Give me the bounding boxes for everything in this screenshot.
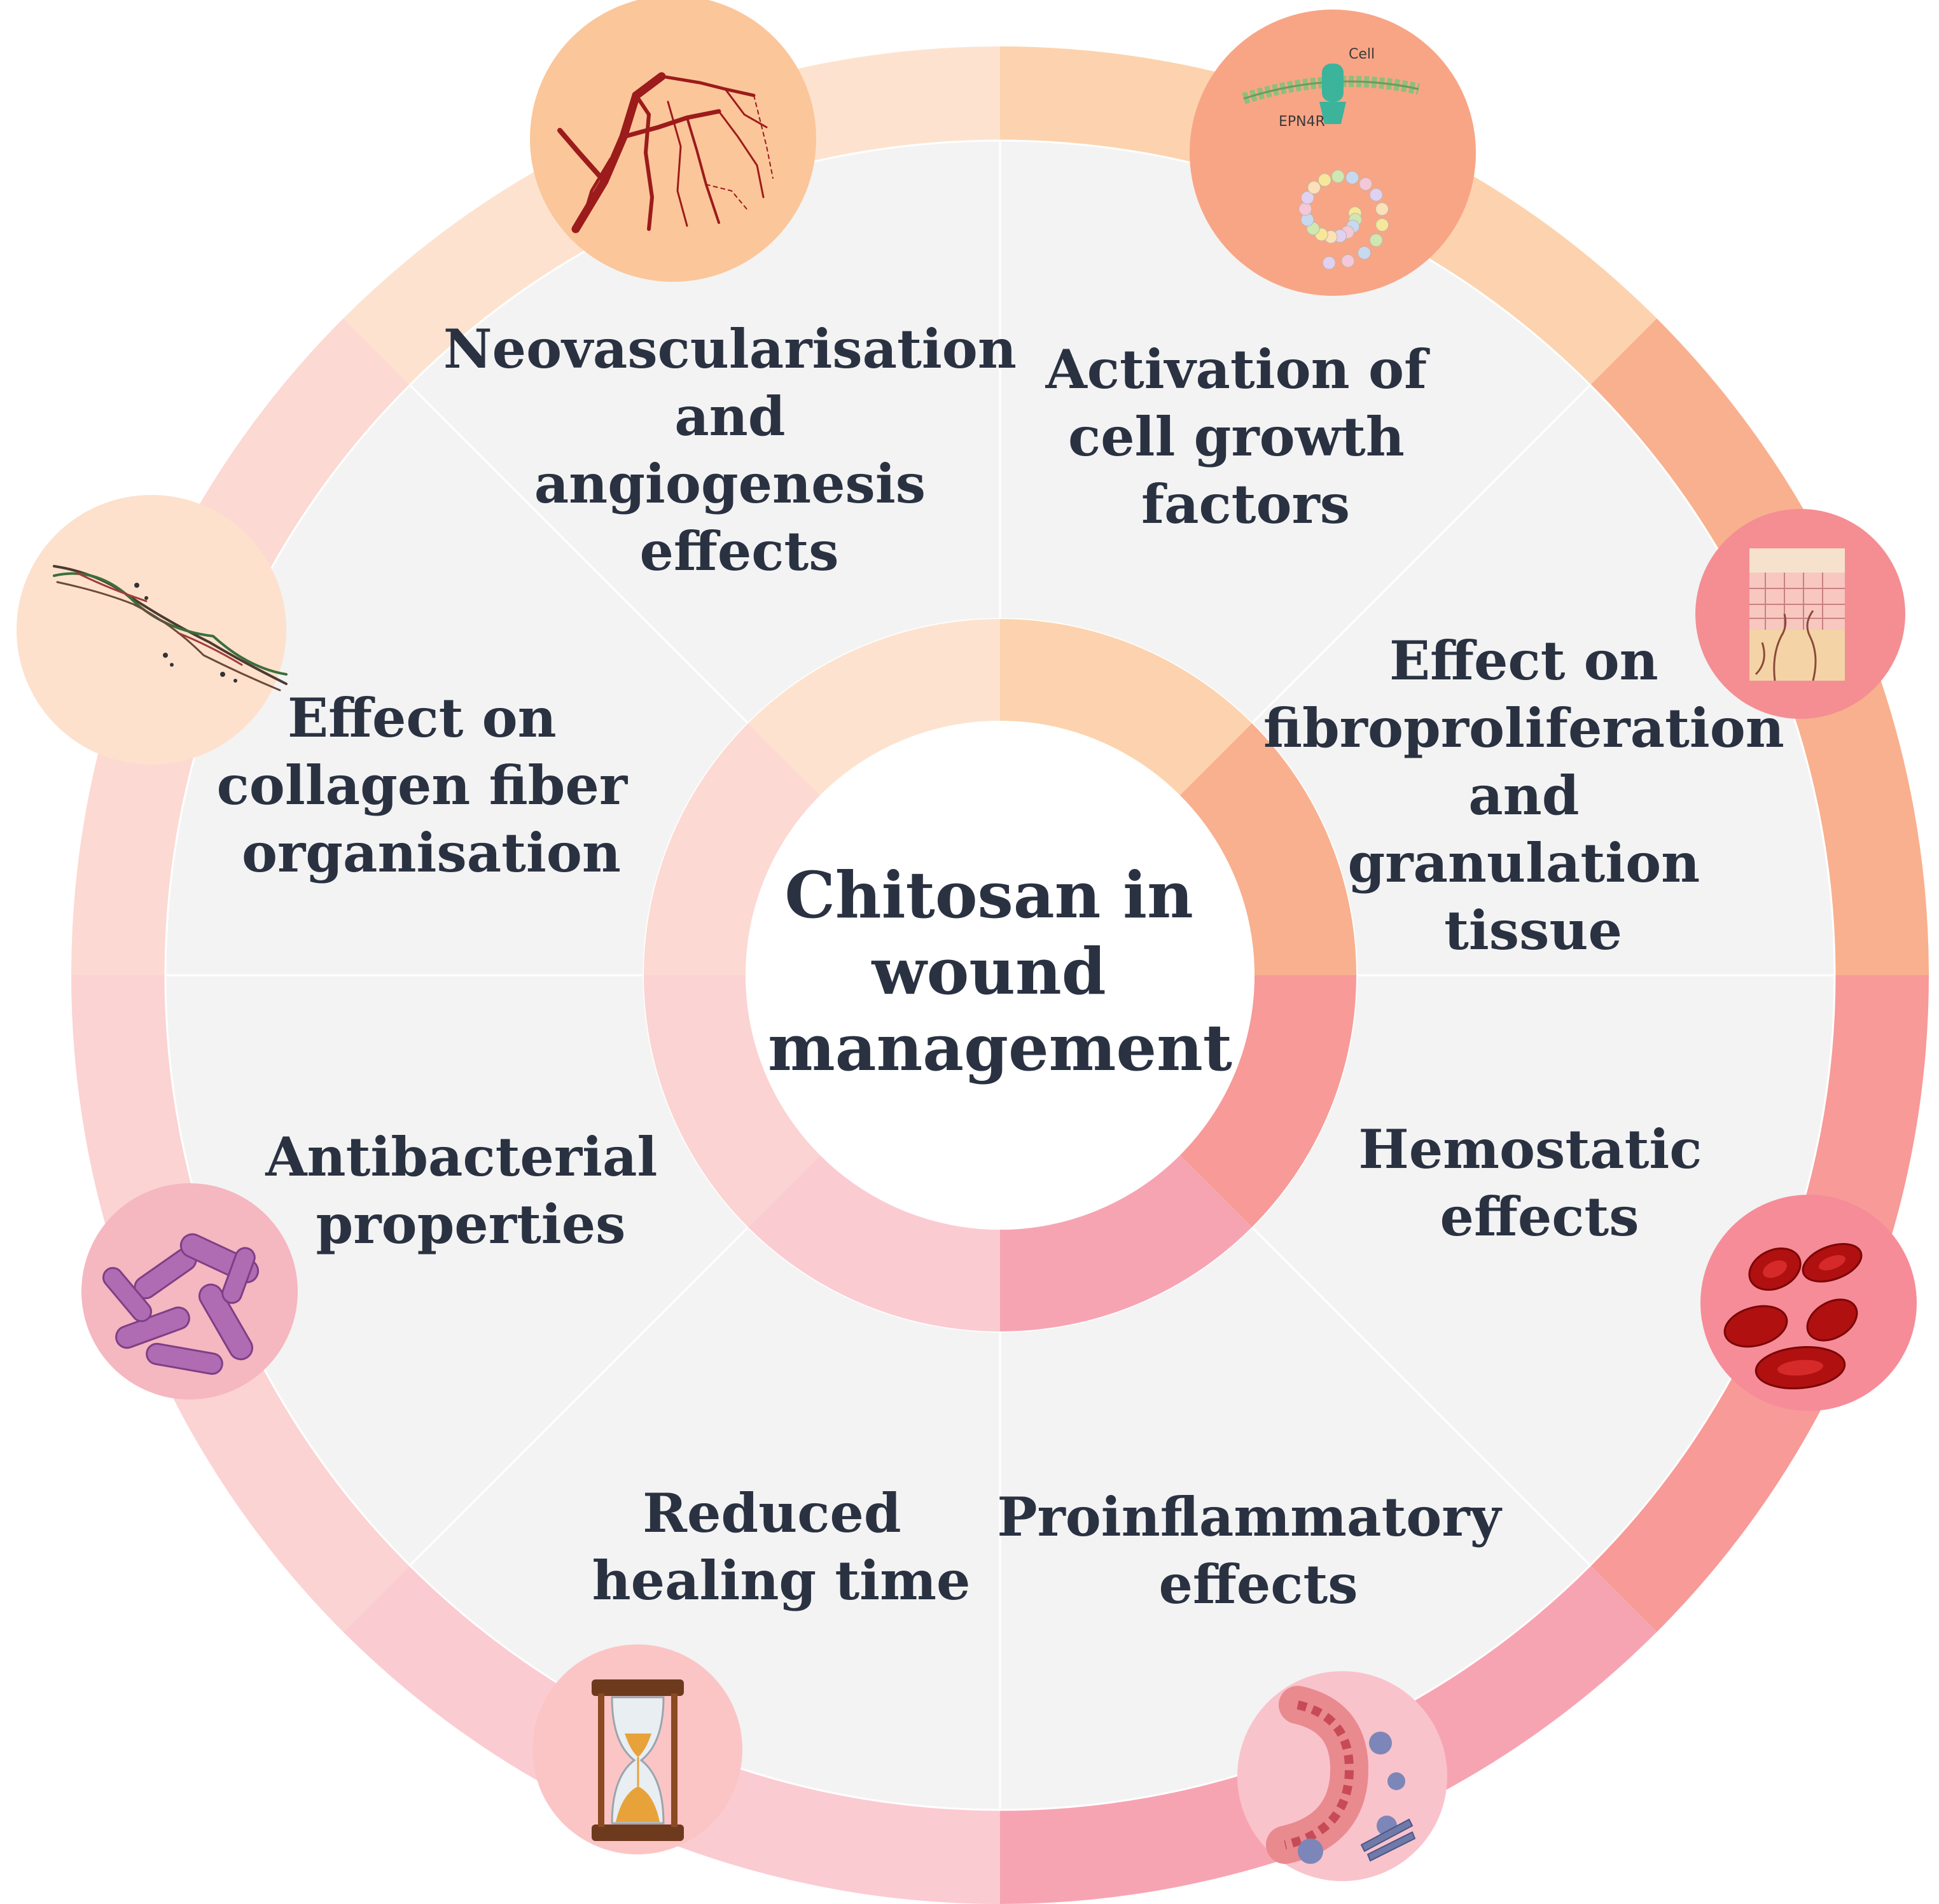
coil-bead xyxy=(1322,256,1336,270)
label-healing-time: Reduced healing time xyxy=(592,1482,971,1612)
center-title: Chitosan in wound management xyxy=(768,858,1232,1085)
coil-bead xyxy=(1375,202,1389,216)
skin-tissue-icon xyxy=(1695,509,1905,719)
donut-segment-fibroproliferation xyxy=(1179,975,1356,1227)
donut-segment-healing-time xyxy=(644,975,821,1227)
donut-segment-proinflammatory xyxy=(748,1155,1000,1331)
red-blood-cells-icon xyxy=(1700,1195,1917,1411)
coil-bead xyxy=(1358,246,1372,260)
cell-label: Cell xyxy=(1349,46,1375,62)
coil-bead xyxy=(1300,191,1314,205)
center-title-line: wound xyxy=(872,934,1106,1009)
coil-bead xyxy=(1345,170,1359,184)
receptor-label: EPN4R xyxy=(1279,114,1325,130)
label-collagen: Effect on collagen fiber organisation xyxy=(217,686,646,884)
coil-bead xyxy=(1375,218,1389,232)
coil-bead xyxy=(1317,173,1331,187)
label-fibroproliferation: Effect on fibroproliferation and granula… xyxy=(1263,629,1803,962)
center-title-line: Chitosan in xyxy=(784,858,1193,933)
donut-segment-antibacterial xyxy=(644,723,821,975)
label-cell-growth: Activation of cell growth factors xyxy=(1045,338,1446,536)
protein-coil xyxy=(1298,169,1389,270)
label-proinflammatory: Proinflammatory effects xyxy=(997,1485,1519,1616)
coil-bead xyxy=(1359,177,1373,191)
hourglass-icon xyxy=(532,1644,742,1854)
coil-bead xyxy=(1331,169,1345,183)
coil-bead xyxy=(1341,254,1355,268)
label-antibacterial: Antibacterial properties xyxy=(265,1125,676,1256)
donut-segment-hemostatic xyxy=(1000,1155,1252,1331)
inner-panel xyxy=(164,139,1836,1811)
label-hemostatic: Hemostatic effects xyxy=(1358,1118,1720,1248)
donut-segment-cell-growth xyxy=(1179,723,1356,975)
coil-bead xyxy=(1298,202,1312,216)
cell-receptor-icon: Cell EPN4R xyxy=(1190,10,1476,296)
center-circle xyxy=(746,721,1254,1230)
label-neovascularisation: Neovascularisation and angiogenesis effe… xyxy=(443,317,1035,583)
center-title-line: management xyxy=(768,1010,1232,1085)
donut-segment-neovascularisation xyxy=(1000,619,1252,796)
coil-bead xyxy=(1369,233,1383,247)
coil-bead xyxy=(1369,188,1383,202)
blood-vessels-icon xyxy=(530,0,816,282)
collagen-fiber-icon xyxy=(17,495,288,765)
blood-vessel-cells-icon xyxy=(1237,1671,1447,1881)
donut-segment-collagen xyxy=(748,619,1000,796)
coil-bead xyxy=(1307,181,1321,195)
bacteria-icon xyxy=(81,1183,298,1400)
center-donut xyxy=(644,619,1356,1331)
